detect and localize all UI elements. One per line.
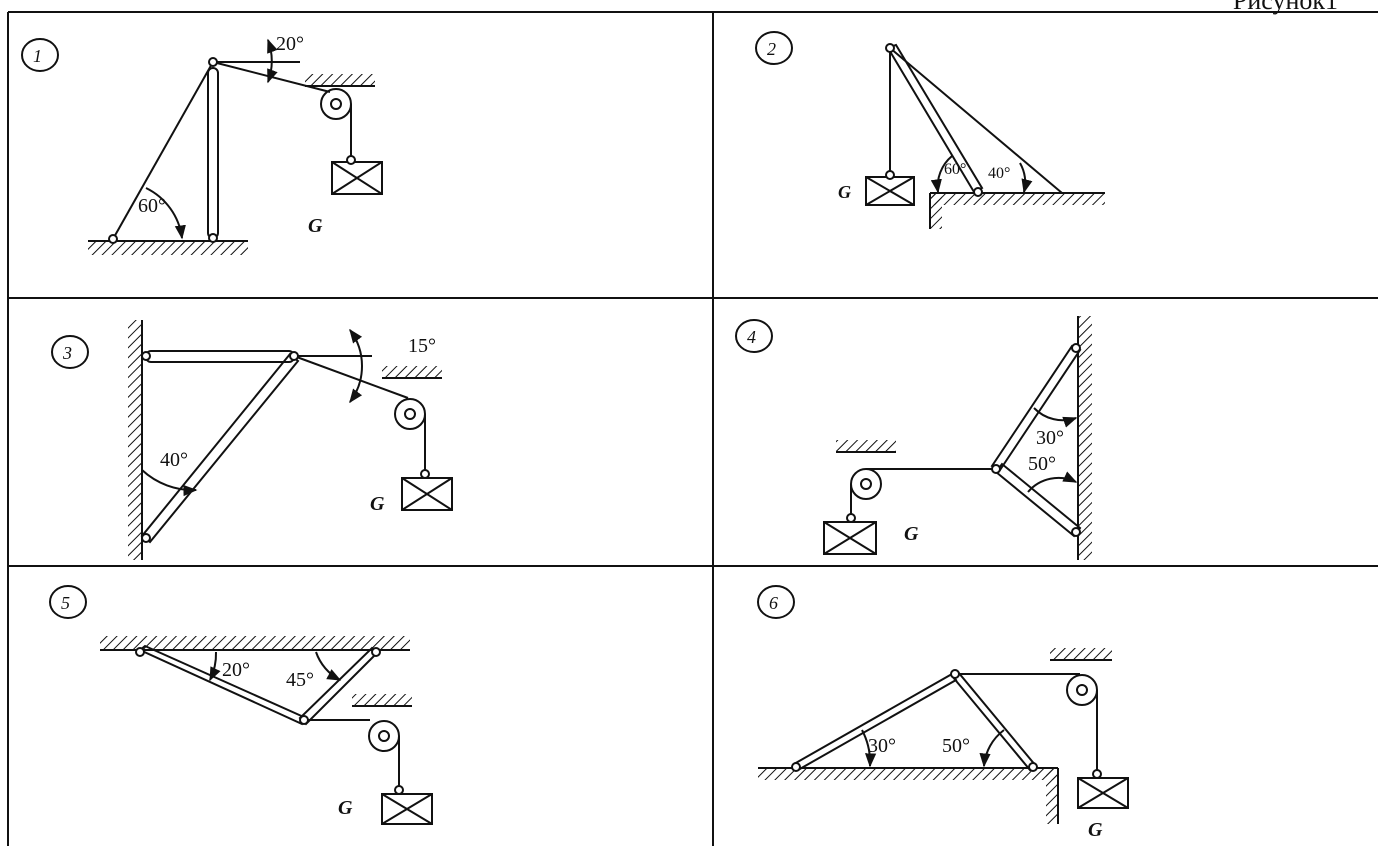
- pulley: [394, 398, 426, 430]
- panel-number: 1: [33, 46, 42, 66]
- strut: [140, 352, 300, 544]
- ceiling-hatch: [100, 636, 410, 650]
- pulley: [850, 468, 882, 500]
- panel-number: 5: [61, 593, 70, 613]
- panel-2: [755, 31, 1105, 229]
- guy-rope: [112, 61, 214, 240]
- ground-hatch: [930, 193, 1105, 205]
- panel-number: 2: [767, 39, 776, 59]
- angle-label: 60°: [944, 161, 966, 178]
- panel-number-circle: [49, 585, 87, 619]
- ceiling-hatch: [1050, 648, 1112, 660]
- panel-number-circle: [757, 585, 795, 619]
- angle-label: 30°: [868, 735, 896, 757]
- panel-number-circle: [755, 31, 793, 65]
- pulley: [320, 88, 352, 120]
- panel-number: 6: [769, 593, 778, 613]
- weight-label: G: [338, 797, 353, 819]
- pulley: [368, 720, 400, 752]
- panel-3: [51, 320, 453, 560]
- weight-label: G: [838, 182, 851, 202]
- panel-number: 4: [747, 327, 756, 347]
- strut: [138, 644, 308, 726]
- pulley: [1066, 674, 1098, 706]
- rope: [889, 47, 1063, 194]
- panel-5: [49, 585, 433, 825]
- panel-4: [735, 316, 1092, 560]
- angle-label: 40°: [160, 449, 188, 471]
- ceiling-hatch: [352, 694, 412, 706]
- ground-hatch: [758, 768, 1058, 780]
- weight-label: G: [370, 493, 385, 515]
- angle-label: 15°: [408, 335, 436, 357]
- angle-label: 50°: [1028, 453, 1056, 475]
- wall-hatch: [128, 320, 142, 560]
- angle-label: 60°: [138, 195, 166, 217]
- panel-6: [757, 585, 1129, 824]
- table-grid: [7, 11, 1378, 846]
- angle-label: 20°: [222, 659, 250, 681]
- ground-hatch: [88, 241, 248, 255]
- angle-label: 45°: [286, 669, 314, 691]
- wall-hatch: [1078, 316, 1092, 560]
- weight-box: [1077, 777, 1129, 809]
- strut: [207, 67, 219, 239]
- ceiling-hatch: [305, 74, 375, 86]
- strut: [886, 43, 984, 194]
- strut: [145, 350, 295, 363]
- weight-label: G: [308, 215, 323, 237]
- panel-number-circle: [735, 319, 773, 353]
- angle-label: 50°: [942, 735, 970, 757]
- panel-1: [21, 38, 383, 255]
- weight-box: [381, 793, 433, 825]
- ceiling-hatch: [382, 366, 442, 378]
- panel-number: 3: [62, 343, 72, 363]
- ceiling-hatch: [836, 440, 896, 452]
- angle-label: 40°: [988, 165, 1010, 182]
- weight-label: G: [1088, 819, 1103, 841]
- angle-label: 20°: [276, 33, 304, 55]
- weight-label: G: [904, 523, 919, 545]
- panel-number-circle: [51, 335, 89, 369]
- angle-label: 30°: [1036, 427, 1064, 449]
- panel-number-circle: [21, 38, 59, 72]
- weight-box: [331, 161, 383, 195]
- strut: [990, 344, 1082, 472]
